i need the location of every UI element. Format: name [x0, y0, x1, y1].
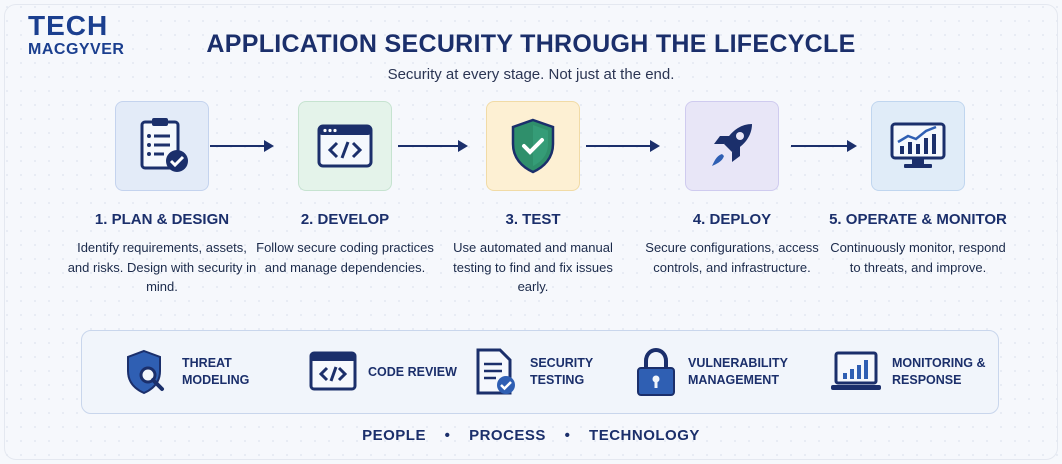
- page-frame: [4, 4, 1058, 460]
- practice-label: SECURITY TESTING: [530, 356, 593, 387]
- practices-panel: THREAT MODELING CODE REVIEW SECURITY TES…: [81, 330, 999, 414]
- practice-vulnerability-management: VULNERABILITY MANAGEMENT: [634, 347, 788, 397]
- stage-description: Secure configurations, access controls, …: [645, 240, 819, 275]
- stage-name: 5. OPERATE & MONITOR: [829, 211, 1007, 228]
- stage-operate-monitor: 5. OPERATE & MONITOR Continuously monito…: [823, 101, 1013, 277]
- footer-item: PEOPLE: [362, 427, 426, 444]
- practice-label: CODE REVIEW: [368, 364, 457, 379]
- practice-label: MONITORING & RESPONSE: [892, 356, 986, 387]
- footer-separator: •: [444, 427, 451, 444]
- footer-tagline: PEOPLE • PROCESS • TECHNOLOGY: [0, 427, 1062, 444]
- flow-arrow: [398, 140, 468, 152]
- practice-label: VULNERABILITY MANAGEMENT: [688, 356, 788, 387]
- flow-arrow: [210, 140, 274, 152]
- stage-icon-box: [486, 101, 580, 191]
- footer-separator: •: [564, 427, 571, 444]
- flow-arrow: [791, 140, 857, 152]
- checklist-icon: [140, 118, 188, 172]
- stage-name: 2. DEVELOP: [300, 211, 390, 228]
- stage-icon-box: [871, 101, 965, 191]
- practice-threat-modeling: THREAT MODELING: [122, 347, 282, 397]
- logo-line-2: MACGYVER: [28, 41, 125, 58]
- monitor-chart-icon: [890, 122, 946, 168]
- practice-monitoring-response: MONITORING & RESPONSE: [830, 347, 992, 397]
- practice-code-review: CODE REVIEW: [308, 347, 468, 397]
- stage-name: 3. TEST: [505, 211, 561, 228]
- practice-security-testing: SECURITY TESTING: [470, 347, 630, 397]
- rocket-icon: [712, 124, 752, 166]
- stage-plan-design: 1. PLAN & DESIGN Identify requirements, …: [67, 101, 257, 297]
- code-review-icon: [309, 351, 357, 391]
- stage-deploy: 4. DEPLOY Secure configurations, access …: [637, 101, 827, 277]
- shield-search-icon: [127, 349, 164, 395]
- stage-name: 1. PLAN & DESIGN: [94, 211, 230, 228]
- stage-description: Follow secure coding practices and manag…: [256, 240, 434, 275]
- shield-check-icon: [511, 118, 555, 174]
- document-check-icon: [476, 348, 515, 395]
- code-window-icon: [317, 124, 373, 168]
- footer-item: PROCESS: [469, 427, 546, 444]
- stage-description: Continuously monitor, respond to threats…: [830, 240, 1006, 275]
- footer-item: TECHNOLOGY: [589, 427, 700, 444]
- practice-label: THREAT MODELING: [182, 356, 250, 387]
- stage-develop: 2. DEVELOP Follow secure coding practice…: [250, 101, 440, 277]
- stage-description: Identify requirements, assets, and risks…: [67, 240, 257, 294]
- flow-arrow: [586, 140, 660, 152]
- stage-name: 4. DEPLOY: [692, 211, 772, 228]
- stage-test: 3. TEST Use automated and manual testing…: [438, 101, 628, 297]
- page-subtitle: Security at every stage. Not just at the…: [387, 66, 675, 83]
- logo: TECH MACGYVER: [28, 12, 124, 58]
- padlock-icon: [637, 347, 675, 396]
- laptop-chart-icon: [831, 351, 881, 390]
- stage-icon-box: [115, 101, 209, 191]
- page-title: APPLICATION SECURITY THROUGH THE LIFECYC…: [206, 30, 856, 58]
- stage-description: Use automated and manual testing to find…: [453, 240, 613, 294]
- stage-icon-box: [685, 101, 779, 191]
- stage-icon-box: [298, 101, 392, 191]
- logo-line-1: TECH: [28, 10, 109, 41]
